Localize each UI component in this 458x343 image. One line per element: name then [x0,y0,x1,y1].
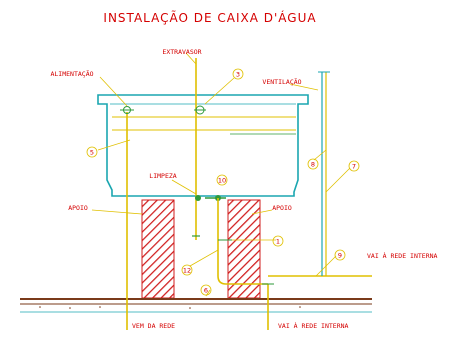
extravasor-label: EXTRAVASOR [162,48,201,56]
svg-text:8: 8 [311,161,315,169]
callout-7: 7 [348,160,360,172]
svg-text:10: 10 [218,177,226,185]
callout-3: 3 [232,68,244,80]
callout-8: 8 [307,158,319,170]
callout-5: 5 [86,146,98,158]
support-right [227,199,261,299]
limpeza-label: LIMPEZA [149,172,176,180]
overflow-pipe [192,58,206,240]
svg-text:7: 7 [352,163,356,171]
apoio-right-label: APOIO [272,204,292,212]
callout-12: 12 [181,264,193,276]
svg-text:9: 9 [338,252,342,260]
callout-1: 1 [272,235,284,247]
feed-pipe [120,106,134,330]
svg-text:12: 12 [183,267,191,275]
support-left [141,199,175,299]
svg-text:5: 5 [90,149,94,157]
svg-text:6: 6 [204,287,208,295]
callout-10: 10 [216,174,228,186]
outlet-fittings [195,195,268,285]
ventilacao-label: VENTILAÇÃO [262,77,301,86]
callout-6: 6 [200,284,212,296]
apoio-left-label: APOIO [68,204,88,212]
vem-da-rede-label: VEM DA REDE [132,322,175,330]
svg-text:3: 3 [236,71,240,79]
outlet-pipe [262,275,372,330]
diagram-title: INSTALAÇÃO DE CAIXA D'ÁGUA [103,10,316,25]
vai-rede-interna-bottom-label: VAI À REDE INTERNA [278,321,349,330]
ventilation-pipe [318,71,330,276]
water-tank [97,94,309,197]
alimentacao-label: ALIMENTAÇÃO [50,69,93,78]
callout-9: 9 [334,249,346,261]
svg-text:1: 1 [276,238,280,246]
floor-slab [20,298,372,313]
vai-rede-interna-top-label: VAI À REDE INTERNA [367,251,438,260]
leader-lines [91,52,351,297]
